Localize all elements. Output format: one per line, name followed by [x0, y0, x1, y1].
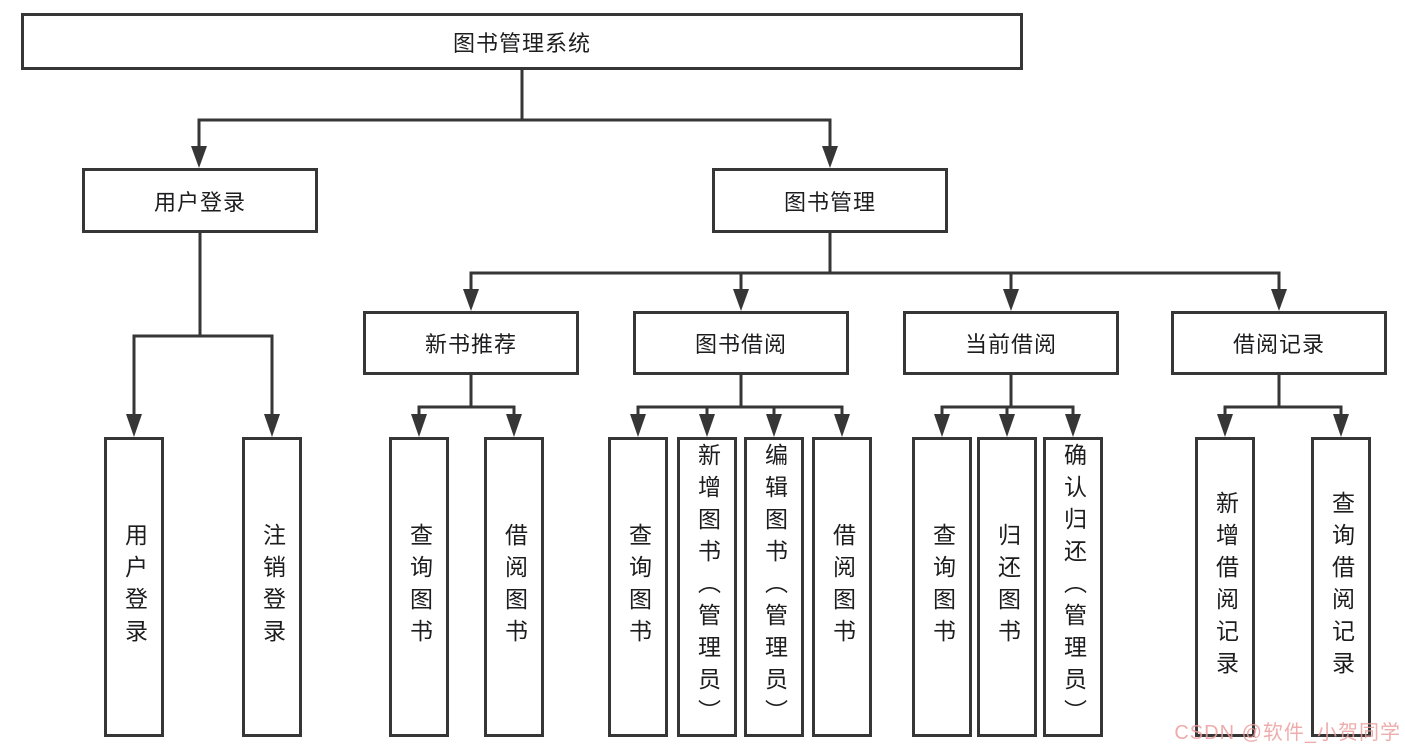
node-user-login: 用户登录 — [82, 168, 318, 233]
leaf-label: 查询图书 — [625, 523, 652, 651]
node-book-management: 图书管理 — [712, 168, 948, 233]
csdn-watermark: CSDN @软件_小贺同学 — [1174, 722, 1401, 744]
leaf-label: 新增借阅记录 — [1212, 491, 1239, 683]
leaf-label: 注销登录 — [259, 523, 286, 651]
leaf-label: 借阅图书 — [829, 523, 856, 651]
node-book-borrowing: 图书借阅 — [633, 311, 849, 375]
node-current-borrowing: 当前借阅 — [903, 311, 1119, 375]
leaf-label: 查询图书 — [929, 523, 956, 651]
leaf-borrow-books: 借阅图书 — [812, 437, 872, 737]
leaf-return-books: 归还图书 — [977, 437, 1037, 737]
leaf-edit-books-admin: 编辑图书（管理员） — [744, 437, 804, 737]
leaf-add-books-admin: 新增图书（管理员） — [677, 437, 737, 737]
leaf-confirm-return-admin: 确认归还（管理员） — [1043, 437, 1103, 737]
leaf-user-login: 用户登录 — [104, 437, 164, 737]
leaf-query-borrow-record: 查询借阅记录 — [1311, 437, 1371, 737]
node-library-management-system: 图书管理系统 — [21, 13, 1023, 70]
leaf-query-books: 查询图书 — [389, 437, 449, 737]
leaf-label: 借阅图书 — [501, 523, 528, 651]
leaf-logout: 注销登录 — [242, 437, 302, 737]
leaf-label: 新增图书（管理员） — [694, 443, 721, 731]
leaf-query-books: 查询图书 — [608, 437, 668, 737]
leaf-add-borrow-record: 新增借阅记录 — [1195, 437, 1255, 737]
leaf-label: 查询借阅记录 — [1328, 491, 1355, 683]
leaf-label: 编辑图书（管理员） — [761, 443, 788, 731]
leaf-query-books: 查询图书 — [912, 437, 972, 737]
leaf-borrow-books: 借阅图书 — [484, 437, 544, 737]
leaf-label: 用户登录 — [121, 523, 148, 651]
leaf-label: 确认归还（管理员） — [1060, 443, 1087, 731]
node-new-book-recommend: 新书推荐 — [363, 311, 579, 375]
leaf-label: 归还图书 — [994, 523, 1021, 651]
node-borrowing-records: 借阅记录 — [1171, 311, 1387, 375]
leaf-label: 查询图书 — [406, 523, 433, 651]
